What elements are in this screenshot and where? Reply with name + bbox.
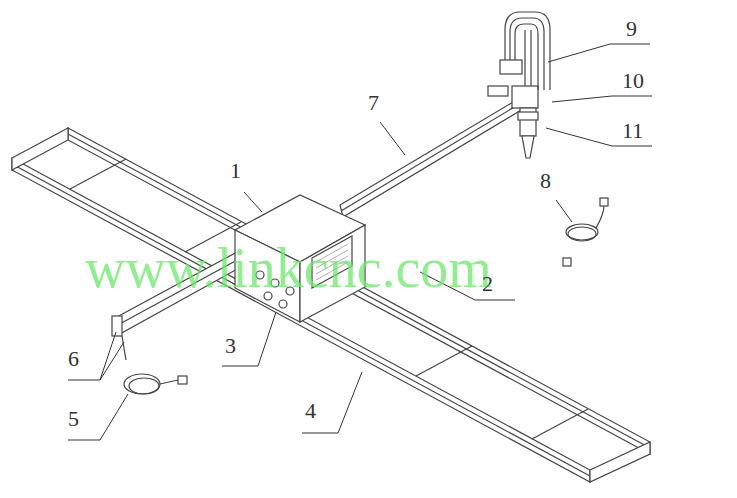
callout-number: 3 — [225, 335, 236, 357]
callout-number: 2 — [482, 273, 493, 295]
callout-number: 6 — [68, 348, 79, 370]
callout-number: 10 — [622, 70, 644, 92]
watermark: www.linkcnc.com — [85, 240, 492, 296]
callout-number: 8 — [540, 170, 551, 192]
callout-number: 11 — [622, 120, 643, 142]
callout-number: 9 — [626, 18, 637, 40]
callout-number: 1 — [230, 160, 241, 182]
callout-number: 5 — [68, 408, 79, 430]
callout-number: 4 — [305, 400, 316, 422]
callout-number: 7 — [368, 92, 379, 114]
